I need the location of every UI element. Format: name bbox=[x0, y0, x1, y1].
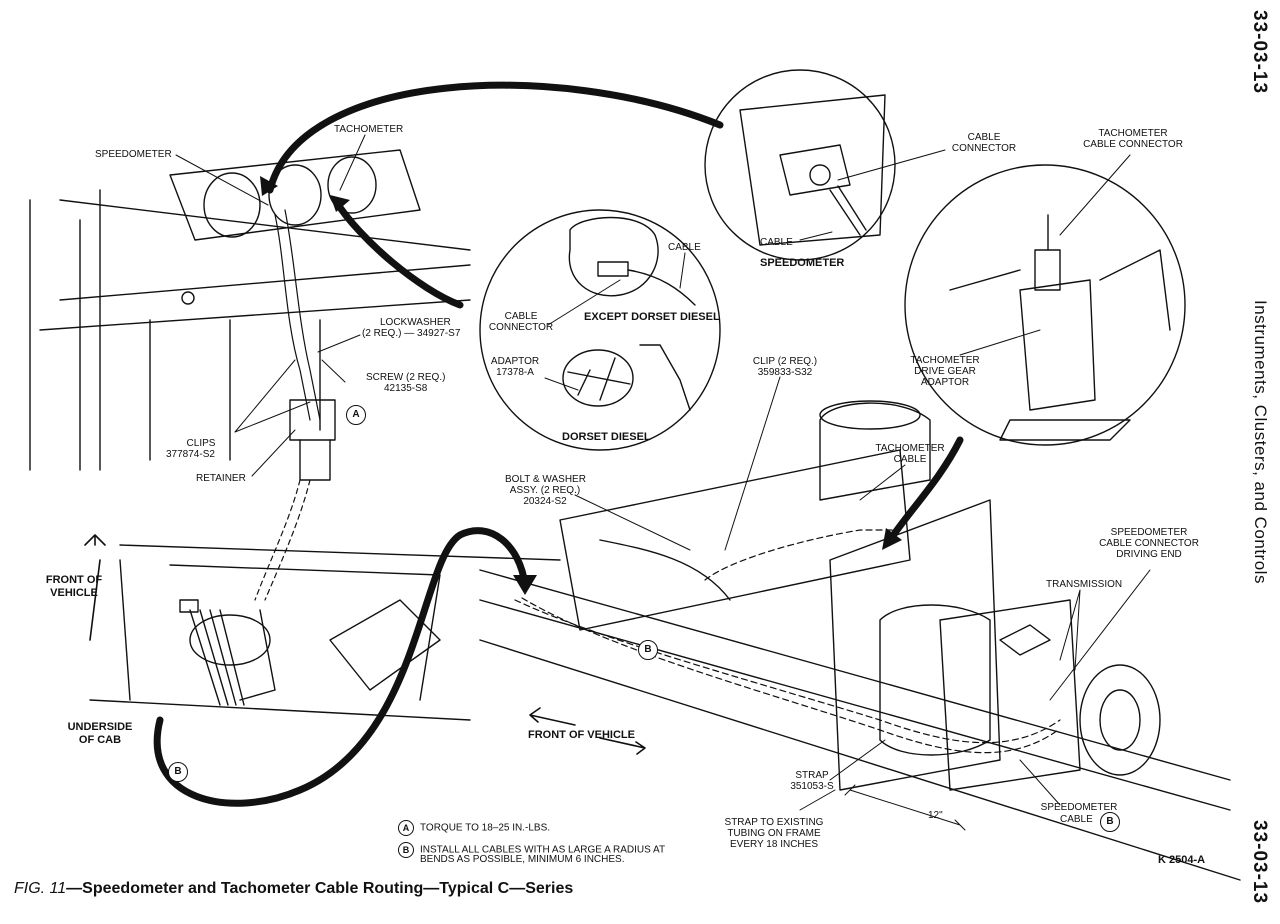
label-tach-cable-connector: Tachometer bbox=[1098, 128, 1168, 139]
label-strap: Strap bbox=[795, 770, 829, 781]
direction-arrows bbox=[84, 534, 646, 755]
note-b-marker: B bbox=[398, 842, 414, 858]
label-bolt-washer-2: Assy. (2 Req.) bbox=[509, 485, 581, 496]
inset-tachometer-drive bbox=[904, 164, 1186, 446]
label-twelve-inches: 12" bbox=[928, 810, 943, 821]
label-strap-existing-3: Every 18 Inches bbox=[729, 839, 818, 850]
label-lockwasher-part: (2 Req.) — 34927-S7 bbox=[362, 328, 461, 339]
label-adaptor-part: 17378-A bbox=[496, 367, 534, 378]
caption-text: —Speedometer and Tachometer Cable Routin… bbox=[66, 880, 574, 897]
note-a-marker: A bbox=[398, 820, 414, 836]
label-clips-part: 377874-S2 bbox=[166, 449, 215, 460]
label-lockwasher: Lockwasher bbox=[380, 317, 451, 328]
page-number-bottom: 33-03-13 bbox=[1249, 820, 1270, 905]
label-strap-existing-2: Tubing on Frame bbox=[727, 828, 821, 839]
label-bolt-washer: Bolt & Washer bbox=[505, 474, 586, 485]
label-speedo-connector-2: Connector bbox=[951, 143, 1017, 154]
label-screw: Screw (2 Req.) bbox=[366, 372, 446, 383]
cab-underside-drawing bbox=[89, 544, 561, 721]
arrow-heads bbox=[260, 176, 902, 595]
label-clip-part: 359833-S32 bbox=[757, 367, 813, 378]
note-b-line2: bends as possible, minimum 6 inches. bbox=[420, 854, 625, 865]
label-dorset-diesel: Dorset Diesel bbox=[562, 431, 651, 443]
label-strap-part: 351053-S bbox=[790, 781, 834, 792]
routing-arrows bbox=[153, 81, 964, 807]
note-b-text: Install all cables with as large a radiu… bbox=[420, 844, 666, 856]
label-strap-existing: Strap to Existing bbox=[724, 817, 824, 828]
label-cable-connector-inset-2: Connector bbox=[488, 322, 554, 333]
label-cable-inset: Cable bbox=[668, 242, 701, 253]
label-speedometer: Speedometer bbox=[95, 149, 172, 160]
label-speedo-cable-b-2: Cable bbox=[1060, 814, 1093, 825]
marker-b: B bbox=[1100, 812, 1120, 832]
label-speedo-driving: Speedometer bbox=[1110, 527, 1188, 538]
label-except-dorset: Except Dorset Diesel bbox=[584, 311, 720, 323]
note-a-text: Torque to 18–25 In.-Lbs. bbox=[420, 822, 551, 834]
label-tach-drive-3: Adaptor bbox=[920, 377, 970, 388]
leader-lines bbox=[175, 134, 1151, 811]
marker-a: A bbox=[346, 405, 366, 425]
label-front-of-vehicle-right: Front of Vehicle bbox=[528, 729, 635, 741]
label-speedo-driving-3: Driving End bbox=[1116, 549, 1182, 560]
label-tachometer: Tachometer bbox=[334, 124, 404, 135]
dashed-cable-routes bbox=[514, 529, 1061, 754]
label-transmission: Transmission bbox=[1046, 579, 1123, 590]
label-retainer: Retainer bbox=[196, 473, 246, 484]
dimension-12in bbox=[844, 784, 966, 831]
label-tach-cable: Tachometer bbox=[875, 443, 945, 454]
label-speedo-inset-title: Speedometer bbox=[760, 257, 845, 269]
page-number-top: 33-03-13 bbox=[1249, 10, 1270, 95]
marker-b: B bbox=[638, 640, 658, 660]
label-adaptor: Adaptor bbox=[490, 356, 540, 367]
label-speedo-cable-b: Speedometer bbox=[1040, 802, 1118, 813]
label-front-of-vehicle-left: Front of bbox=[45, 574, 103, 586]
label-bolt-washer-part: 20324-S2 bbox=[523, 496, 567, 507]
instrument-cluster-drawing bbox=[29, 149, 471, 481]
cluster-cables bbox=[254, 209, 321, 601]
label-screw-part: 42135-S8 bbox=[384, 383, 428, 394]
label-tach-cable-2: Cable bbox=[893, 454, 927, 465]
inset-speedometer-connector bbox=[704, 69, 896, 261]
label-underside: Underside bbox=[67, 721, 133, 733]
inset-dorset-diesel bbox=[479, 209, 721, 451]
marker-b: B bbox=[168, 762, 188, 782]
label-tach-cable-connector-2: Cable Connector bbox=[1083, 139, 1183, 150]
label-cable-connector-inset: Cable bbox=[504, 311, 538, 322]
label-speedo-connector: Cable bbox=[967, 132, 1001, 143]
label-tach-drive: Tachometer bbox=[910, 355, 980, 366]
figure-code: K 2504-A bbox=[1158, 854, 1206, 866]
caption-fig-number: FIG. 11 bbox=[14, 880, 67, 897]
note-b: B Install all cables with as large a radi… bbox=[398, 842, 665, 858]
label-clip: Clip (2 Req.) bbox=[752, 356, 818, 367]
label-speedo-driving-2: Cable Connector bbox=[1099, 538, 1199, 549]
label-tach-drive-2: Drive Gear bbox=[914, 366, 976, 377]
label-underside-2: of Cab bbox=[78, 734, 122, 746]
note-a: A Torque to 18–25 In.-Lbs. bbox=[398, 820, 550, 836]
chassis-drawing bbox=[479, 400, 1241, 881]
label-speedo-cable: Cable bbox=[760, 237, 793, 248]
label-front-of-vehicle-left-2: Vehicle bbox=[50, 587, 98, 599]
label-clips: Clips bbox=[186, 438, 216, 449]
section-title: Instruments, Clusters, and Controls bbox=[1251, 300, 1270, 584]
figure-caption: FIG. 11—Speedometer and Tachometer Cable… bbox=[14, 880, 573, 898]
